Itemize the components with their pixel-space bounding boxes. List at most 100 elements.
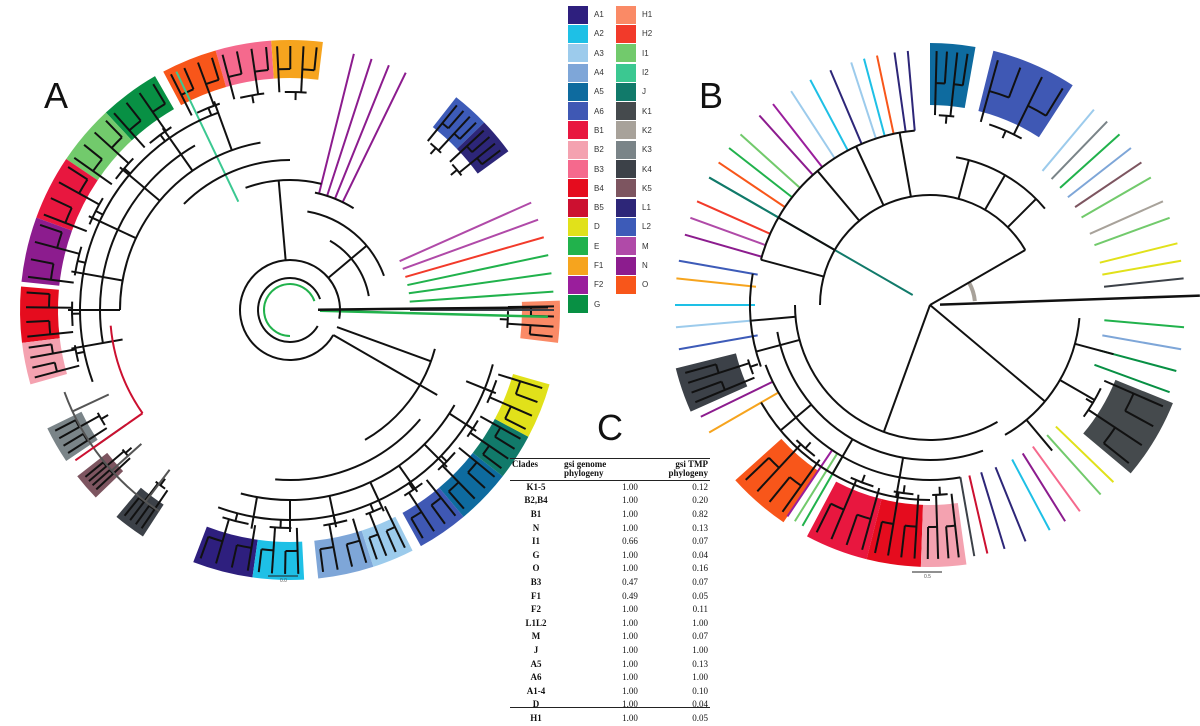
legend-label: O xyxy=(642,280,648,289)
leaf-branch-l2 xyxy=(679,261,758,275)
legend-label: J xyxy=(642,87,646,96)
legend-item-o: O xyxy=(616,275,680,294)
panel-label-c: C xyxy=(597,410,623,446)
cell-gsi-genome: 1.00 xyxy=(562,494,640,508)
leaf-branch-a4 xyxy=(1102,335,1181,349)
table-header-row: Clades gsi genome phylogeny gsi TMP phyl… xyxy=(510,459,710,480)
tree-branch xyxy=(958,160,968,199)
tree-branch xyxy=(1075,344,1114,354)
tree-branch xyxy=(781,405,812,431)
legend-item-i2: I2 xyxy=(616,63,680,82)
legend-item-k4: K4 xyxy=(616,159,680,178)
cell-gsi-tmp: 0.82 xyxy=(640,508,710,522)
cell-gsi-tmp: 0.07 xyxy=(640,535,710,549)
legend-swatch xyxy=(568,6,588,24)
cell-gsi-genome: 1.00 xyxy=(562,617,640,631)
legend-swatch xyxy=(616,218,636,236)
legend-swatch xyxy=(568,160,588,178)
legend-swatch xyxy=(568,102,588,120)
cell-clade: B2,B4 xyxy=(510,494,562,508)
tree-branch xyxy=(756,340,799,352)
legend-item-k5: K5 xyxy=(616,179,680,198)
tree-branch xyxy=(930,305,1045,401)
leaf-branch-a3 xyxy=(791,91,835,158)
cell-gsi-tmp: 0.12 xyxy=(640,480,710,494)
cell-gsi-genome: 0.49 xyxy=(562,590,640,604)
legend-swatch xyxy=(568,257,588,275)
tree-branch xyxy=(818,171,860,221)
leaf-branch-l1 xyxy=(895,52,906,131)
legend-label: K5 xyxy=(642,184,652,193)
cell-gsi-tmp: 0.07 xyxy=(640,630,710,644)
legend-swatch xyxy=(616,83,636,101)
leaf-branch-o xyxy=(877,56,894,134)
cell-clade: L1L2 xyxy=(510,617,562,631)
cell-clade: F1 xyxy=(510,590,562,604)
leaf-branch-l1 xyxy=(908,51,915,131)
legend-label: B4 xyxy=(594,184,604,193)
legend-label: L2 xyxy=(642,222,651,231)
legend-label: D xyxy=(594,222,600,231)
legend-label: E xyxy=(594,242,599,251)
tree-branch xyxy=(1060,380,1095,400)
cell-clade: D xyxy=(510,698,562,712)
cell-gsi-genome: 1.00 xyxy=(562,480,640,494)
legend-label: A4 xyxy=(594,68,604,77)
legend-swatch xyxy=(616,121,636,139)
legend-swatch xyxy=(616,237,636,255)
leaf-branch-l1 xyxy=(996,467,1026,541)
legend-swatch xyxy=(568,121,588,139)
legend-item-n: N xyxy=(616,256,680,275)
cell-gsi-genome: 1.00 xyxy=(562,685,640,699)
cell-clade: A5 xyxy=(510,658,562,672)
legend-label: K4 xyxy=(642,165,652,174)
cell-clade: K1-5 xyxy=(510,480,562,494)
cell-gsi-genome: 1.00 xyxy=(562,644,640,658)
legend-swatch xyxy=(616,64,636,82)
tree-branch xyxy=(856,146,883,205)
legend-swatch xyxy=(616,257,636,275)
clade-wedge-k4 xyxy=(676,353,748,411)
legend-swatch xyxy=(568,199,588,217)
legend-swatch xyxy=(568,179,588,197)
legend-label: K3 xyxy=(642,145,652,154)
legend-item-i1: I1 xyxy=(616,44,680,63)
cell-gsi-genome: 1.00 xyxy=(562,549,640,563)
legend-item-l1: L1 xyxy=(616,198,680,217)
clade-stem xyxy=(805,442,810,448)
cell-gsi-tmp: 0.13 xyxy=(640,522,710,536)
legend-swatch xyxy=(616,44,636,62)
tree-branch xyxy=(930,250,1025,305)
legend-swatch xyxy=(568,64,588,82)
cell-gsi-tmp: 0.05 xyxy=(640,712,710,726)
cell-clade: B1 xyxy=(510,508,562,522)
leaf-branch-m xyxy=(690,218,765,245)
leaf-branch-a2 xyxy=(1012,460,1050,531)
cell-gsi-genome: 1.00 xyxy=(562,508,640,522)
legend-label: G xyxy=(594,300,600,309)
legend-item-g: G xyxy=(568,294,632,313)
legend-label: K1 xyxy=(642,107,652,116)
tree-arc xyxy=(777,332,983,460)
panel-label-b: B xyxy=(699,78,723,114)
header-clades: Clades xyxy=(510,459,562,480)
cell-gsi-genome: 1.00 xyxy=(562,698,640,712)
legend-label: I1 xyxy=(642,49,649,58)
leaf-branch-d xyxy=(1102,261,1181,275)
legend-label: A2 xyxy=(594,29,604,38)
legend-swatch xyxy=(616,102,636,120)
legend-item-k3: K3 xyxy=(616,140,680,159)
legend-swatch xyxy=(568,141,588,159)
leaf-branch-i1 xyxy=(1094,218,1169,245)
gsi-table: Clades gsi genome phylogeny gsi TMP phyl… xyxy=(510,459,710,726)
clade-wedge-k1 xyxy=(1083,380,1173,473)
legend-item-h1: H1 xyxy=(616,5,680,24)
